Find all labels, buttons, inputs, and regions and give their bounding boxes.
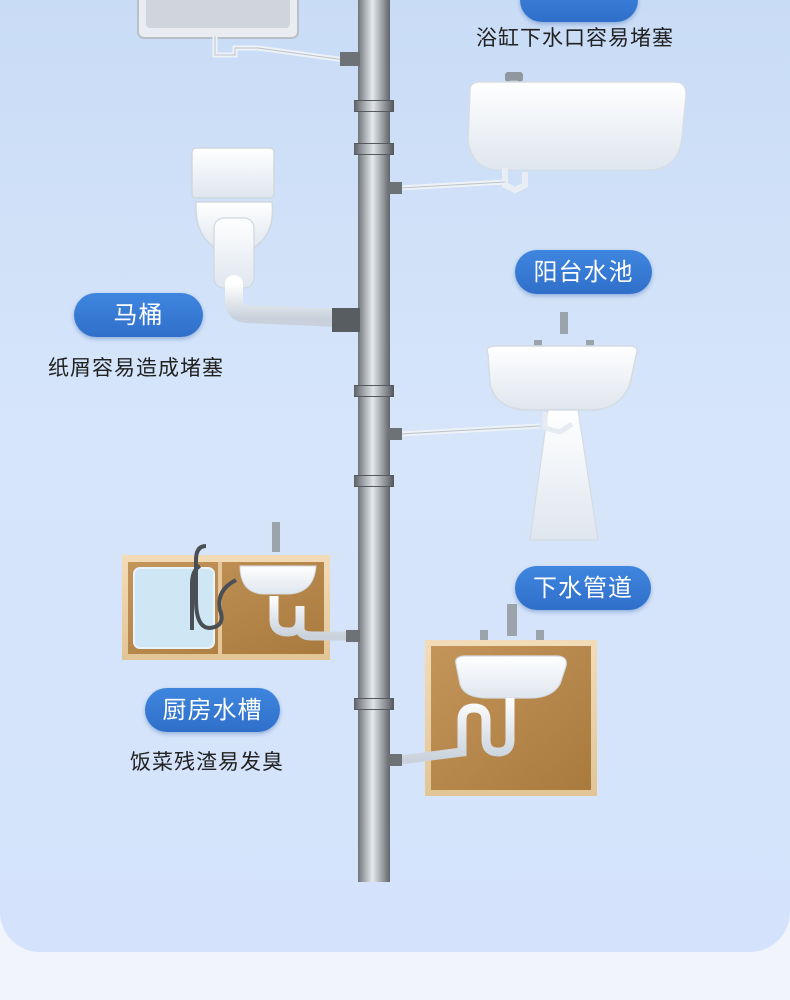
balcony-sink-pill: 阳台水池 [515,250,652,294]
toilet-pill: 马桶 [74,293,203,337]
pipe-joint [354,698,394,710]
bathtub-pill [520,0,638,22]
illustration-panel: 浴缸下水口容易堵塞 阳台水池 马桶 纸屑容易造成堵塞 下水管道 厨房水槽 饭菜残… [0,0,790,952]
wash-basin-icon [388,72,687,194]
toilet-caption: 纸屑容易造成堵塞 [48,356,224,380]
pipe-joint [354,143,394,155]
pipe-joint [354,475,394,487]
drain-pipe-pill: 下水管道 [515,566,651,610]
pipe-joint [354,100,394,112]
vanity-sink-cabinet-icon [388,604,597,796]
bathtub-caption: 浴缸下水口容易堵塞 [476,26,674,50]
kitchen-sink-pill: 厨房水槽 [145,688,280,732]
fixtures-illustration [122,0,687,796]
pipe-joint [354,385,394,397]
kitchen-caption: 饭菜残渣易发臭 [130,750,284,774]
toilet-icon [191,147,360,332]
kitchen-sink-cabinet-icon [122,522,360,660]
bathtub-icon [137,0,360,66]
pedestal-sink-icon [388,312,638,541]
